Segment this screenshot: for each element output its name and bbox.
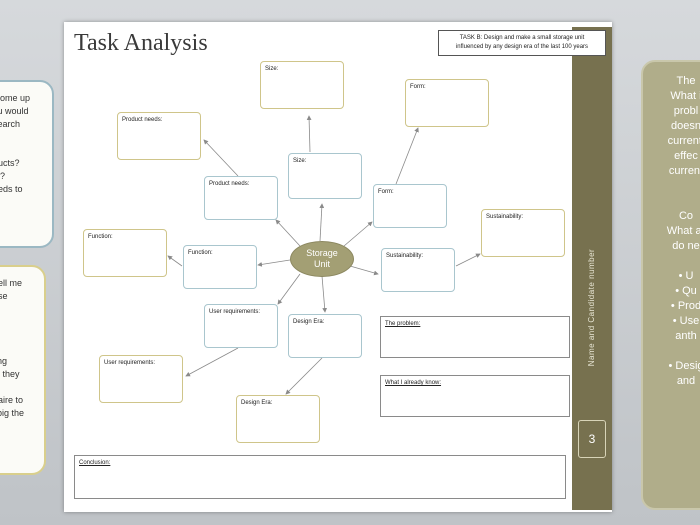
panel-line: • Prod [670,300,700,312]
task-box: TASK B: Design and make a small storage … [438,30,606,56]
arrow-center-era [321,275,328,313]
inner-form-box[interactable]: Form: [373,184,447,228]
inner-user-requirements-box[interactable]: User requirements: [204,304,278,348]
arrow-center-form [343,221,373,247]
page-title: Task Analysis [74,30,208,56]
outer-function-box[interactable]: Function: [83,229,167,277]
panel-line: What ar [666,225,700,237]
panel-line: esearch [0,119,21,129]
arrow-center-user [277,273,301,305]
arrow-center-sustain [349,265,379,276]
outer-form-label: Form: [410,84,426,90]
arrow-center-size [319,203,325,242]
inner-design-era-box[interactable]: Design Era: [288,314,362,358]
panel-line: The [676,75,696,87]
outer-function-label: Function: [88,234,113,240]
panel-line: and [676,375,696,387]
panel-line: o tell me [0,278,23,288]
arrow-era-outer [285,357,323,395]
panel-line: • Use [672,315,700,327]
panel-line: effec [674,150,698,162]
arrow-sustain-outer [455,253,481,267]
panel-line: big they [0,369,20,379]
panel-line: nnaire to [0,395,24,405]
inner-user-requirements-label: User requirements: [209,309,261,315]
conclusion-label: Conclusion: [79,460,111,466]
arrow-user-outer [185,347,239,377]
left-notes-panel-bottom: o tell me hese M! sting big they nnaire … [0,265,46,475]
panel-line: needs to [0,184,23,194]
arrow-center-product [275,219,301,247]
inner-sustainability-label: Sustainability: [386,253,424,259]
problem-field[interactable]: The problem: [380,316,570,358]
outer-size-box[interactable]: Size: [260,61,344,109]
page-number: 3 [578,420,606,458]
right-notes-panel: The What i probl doesn currentl effec cu… [641,60,700,510]
inner-design-era-label: Design Era: [293,319,325,325]
inner-size-label: Size: [293,158,307,164]
arrow-form-outer [395,127,419,185]
inner-product-needs-box[interactable]: Product needs: [204,176,278,220]
panel-line: hese [0,291,8,301]
arrow-center-function [257,259,291,267]
panel-line: current [668,165,700,177]
left-notes-panel-top: o come up you would esearch oducts? ble?… [0,80,54,248]
inner-size-box[interactable]: Size: [288,153,362,199]
inner-function-box[interactable]: Function: [183,245,257,289]
inner-form-label: Form: [378,189,394,195]
storage-unit-center: Storage Unit [290,241,354,277]
panel-line: What i [670,90,700,102]
arrow-size-outer [306,115,312,153]
panel-line: sting [0,356,8,366]
arrow-product-outer [203,139,239,177]
problem-label: The problem: [385,321,421,327]
conclusion-field[interactable]: Conclusion: [74,455,566,499]
panel-line: • U [678,270,694,282]
outer-form-box[interactable]: Form: [405,79,489,127]
outer-product-needs-box[interactable]: Product needs: [117,112,201,160]
inner-sustainability-box[interactable]: Sustainability: [381,248,455,292]
panel-line: o come up [0,93,31,103]
outer-design-era-box[interactable]: Design Era: [236,395,320,443]
panel-line: you would [0,106,29,116]
already-know-label: What I already know: [385,380,442,386]
outer-size-label: Size: [265,66,279,72]
panel-line: anth [675,330,697,342]
outer-design-era-label: Design Era: [241,400,273,406]
panel-line: • Desig [668,360,700,372]
panel-line: doesn [671,120,700,132]
task-line: influenced by any design era of the last… [455,44,589,50]
outer-product-needs-label: Product needs: [122,117,163,123]
panel-line: probl [673,105,699,117]
center-line: Unit [313,259,330,269]
panel-line: Co [678,210,694,222]
already-know-field[interactable]: What I already know: [380,375,570,417]
panel-line: oducts? [0,158,20,168]
task-line: TASK B: Design and make a small storage … [459,35,585,41]
panel-line: currentl [667,135,700,147]
panel-line: w big the [0,408,25,418]
center-line: Storage [306,248,338,258]
outer-user-requirements-label: User requirements: [104,360,156,366]
panel-line: do ne [672,240,700,252]
inner-product-needs-label: Product needs: [209,181,250,187]
arrow-function-outer [167,255,183,267]
panel-line: ble? [0,171,6,181]
panel-line: • Qu [675,285,697,297]
outer-sustainability-box[interactable]: Sustainability: [481,209,565,257]
inner-function-label: Function: [188,250,213,256]
outer-sustainability-label: Sustainability: [486,214,524,220]
outer-user-requirements-box[interactable]: User requirements: [99,355,183,403]
